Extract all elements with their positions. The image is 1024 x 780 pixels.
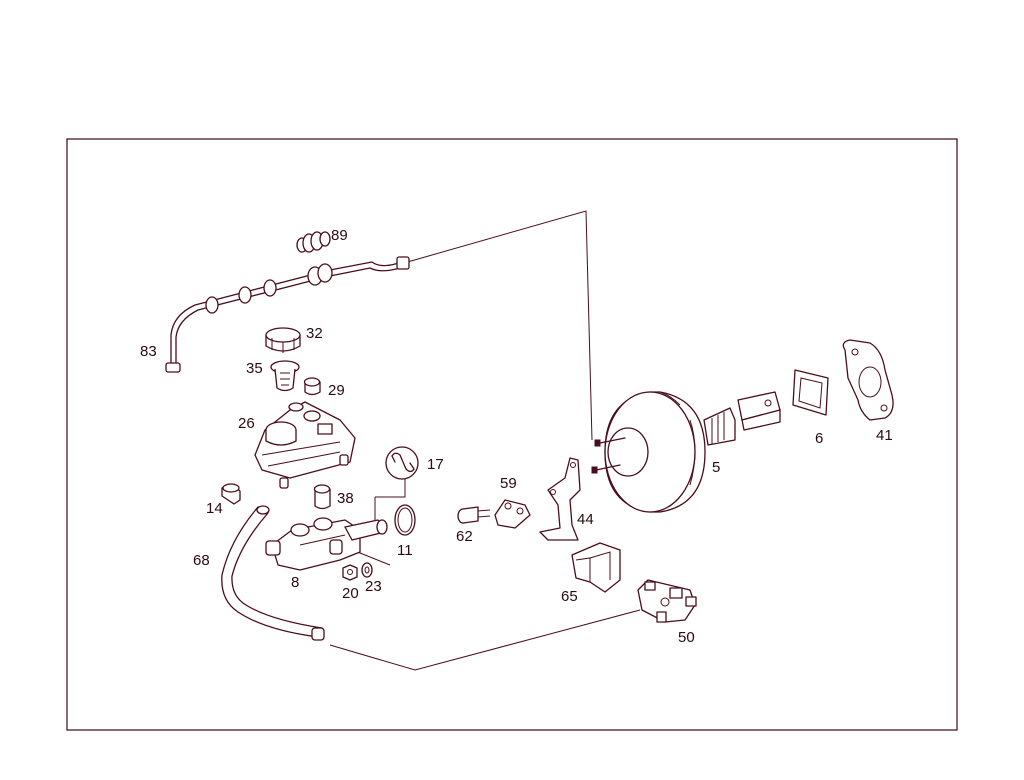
part-26-fluid-reservoir[interactable] [254,401,356,489]
wrench-icon [385,446,419,480]
callout-89: 89 [331,227,348,244]
callout-59: 59 [500,475,517,492]
part-68-hose[interactable] [221,505,325,641]
part-62-bolt[interactable] [457,506,491,524]
part-23-washer[interactable] [361,562,373,578]
callout-83: 83 [140,343,157,360]
diagram-frame [66,138,958,731]
callout-6: 6 [815,430,823,447]
callout-38: 38 [337,490,354,507]
callout-35: 35 [246,360,263,377]
part-20-nut[interactable] [342,564,358,581]
callout-32: 32 [306,325,323,342]
callout-23: 23 [365,578,382,595]
part-89-grommet[interactable] [296,231,331,253]
callout-20: 20 [342,585,359,602]
callout-11: 11 [397,542,413,559]
part-11-o-ring[interactable] [394,504,416,536]
part-59-bracket-clip[interactable] [494,499,531,529]
part-44-bracket[interactable] [539,457,581,541]
callout-41: 41 [876,427,893,444]
part-29-plug[interactable] [303,377,321,396]
part-35-strainer[interactable] [270,360,300,392]
part-6-gasket[interactable] [792,369,829,416]
part-65-sleeve[interactable] [571,542,621,593]
part-5-brake-booster[interactable] [591,391,781,513]
callout-65: 65 [561,588,578,605]
callout-5: 5 [712,459,720,476]
callout-68: 68 [193,552,210,569]
part-41-spacer[interactable] [842,339,894,421]
callout-14: 14 [206,500,223,517]
callout-26: 26 [238,415,255,432]
callout-29: 29 [328,382,345,399]
part-8-master-cylinder[interactable] [265,517,388,571]
part-14-plug[interactable] [221,483,241,505]
connector-lines [329,210,641,671]
part-50-vacuum-valve[interactable] [637,579,697,623]
callout-50: 50 [678,629,695,646]
part-83-brake-line[interactable] [165,256,410,373]
callout-44: 44 [577,511,594,528]
part-32-reservoir-cap[interactable] [265,327,301,353]
callout-labels: 89 83 32 35 29 26 17 14 38 59 44 62 11 6… [140,227,893,646]
callout-8: 8 [291,574,299,591]
callout-62: 62 [456,528,473,545]
part-38-seal[interactable] [313,484,331,510]
callout-17: 17 [427,456,444,473]
